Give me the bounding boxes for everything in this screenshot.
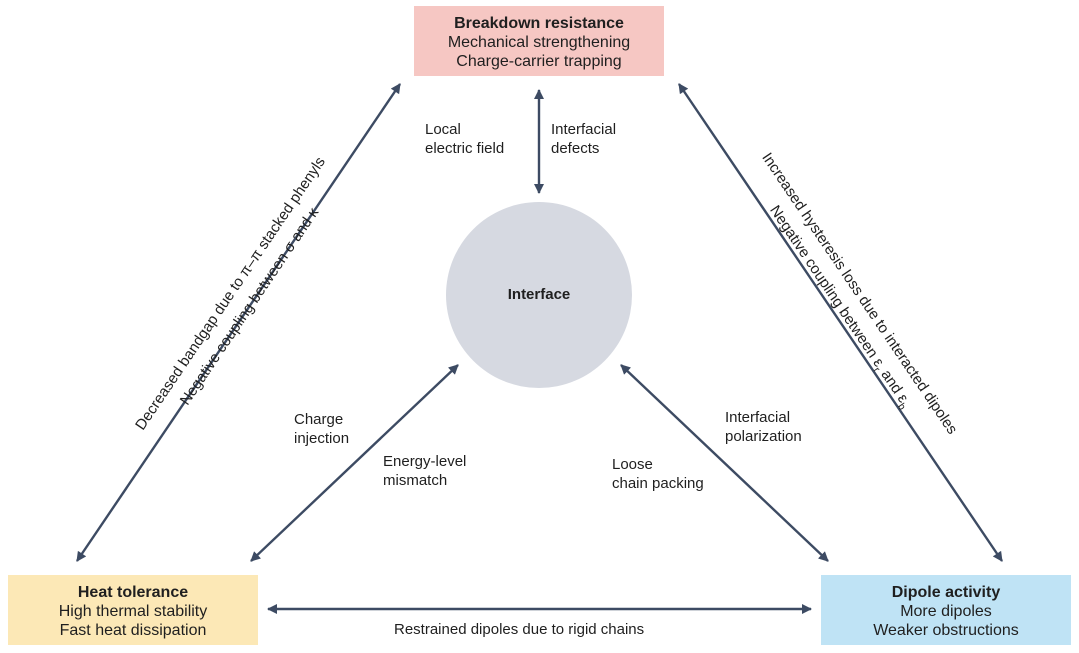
heat-line-1: High thermal stability (58, 603, 208, 620)
heat-line-2: Fast heat dissipation (59, 622, 207, 639)
dipole-line-2: Weaker obstructions (873, 622, 1019, 639)
bottom-arrow-label: Restrained dipoles due to rigid chains (394, 621, 645, 638)
breakdown-resistance-box: Breakdown resistance Mechanical strength… (414, 6, 664, 76)
breakdown-title: Breakdown resistance (454, 15, 624, 32)
interfacial-polarization-label: Interfacial polarization (725, 409, 802, 445)
interface-label: Interface (507, 286, 571, 303)
arrow-right-center (620, 364, 829, 562)
loose-chain-packing-label: Loose chain packing (612, 456, 704, 492)
arrow-left-center (250, 364, 459, 562)
interfacial-defects-label: Interfacial defects (551, 121, 617, 157)
energy-level-mismatch-label: Energy-level mismatch (383, 453, 467, 489)
heat-tolerance-box: Heat tolerance High thermal stability Fa… (8, 575, 258, 645)
heat-title: Heat tolerance (77, 584, 189, 601)
local-electric-field-label: Local electric field (425, 121, 505, 157)
breakdown-line-2: Charge-carrier trapping (456, 53, 622, 70)
interface-circle (446, 202, 632, 388)
dipole-activity-box: Dipole activity More dipoles Weaker obst… (821, 575, 1071, 645)
charge-injection-label: Charge injection (294, 411, 350, 447)
dipole-line-1: More dipoles (900, 603, 992, 620)
breakdown-line-1: Mechanical strengthening (447, 34, 631, 51)
arrow-left-side (76, 83, 401, 562)
dipole-title: Dipole activity (891, 584, 1001, 601)
arrow-right-side (678, 83, 1003, 562)
